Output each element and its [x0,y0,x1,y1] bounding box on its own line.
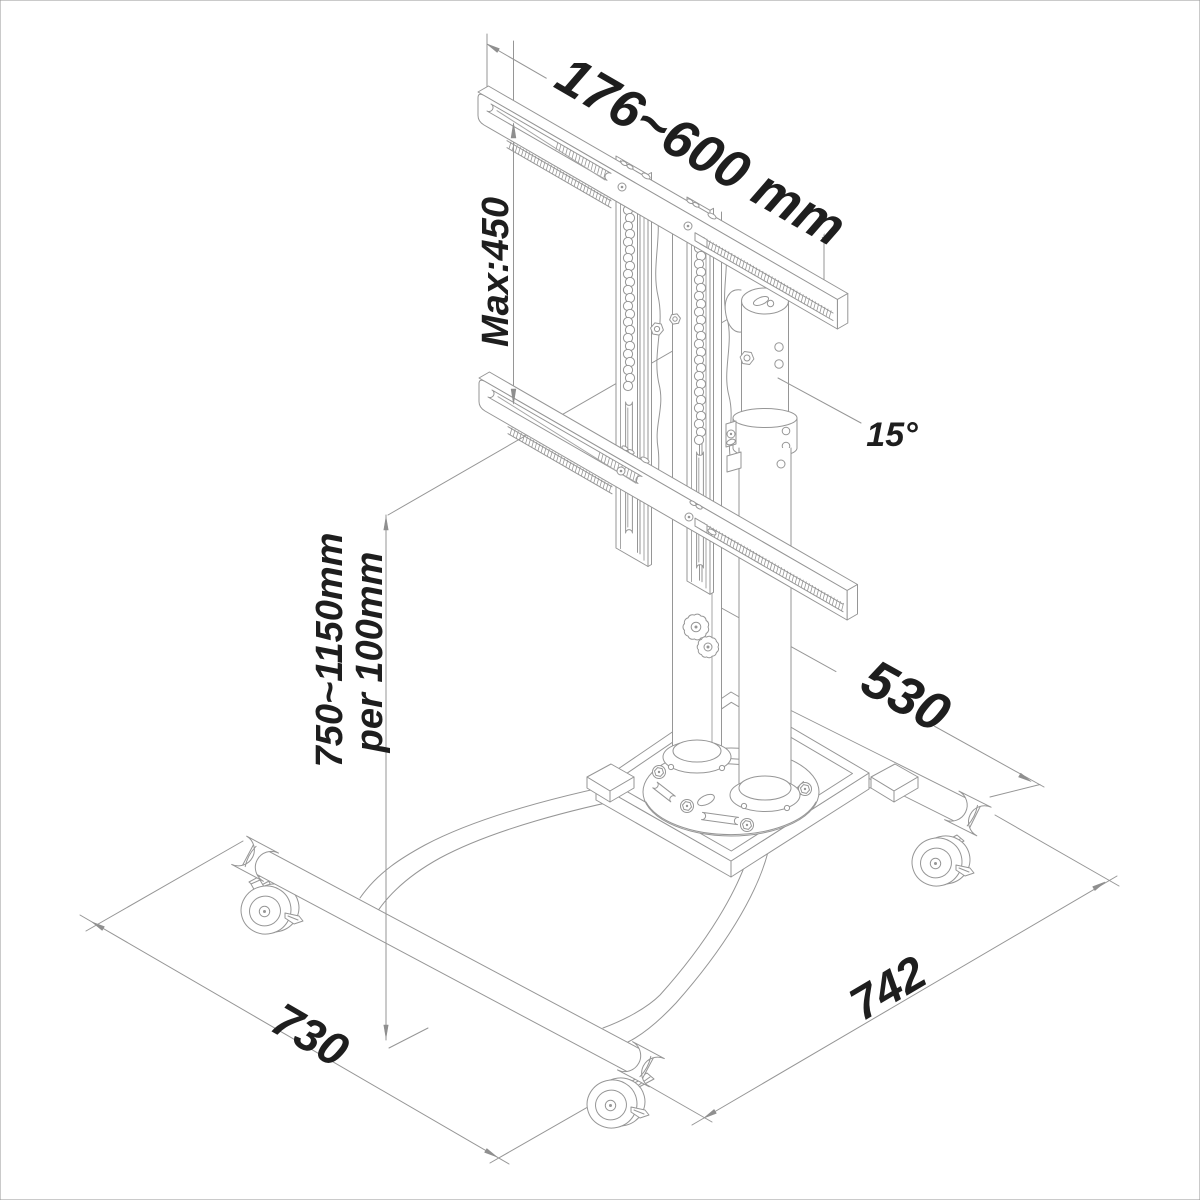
label-tilt-angle: 15° [866,416,918,454]
dimension-lines-front [383,47,947,1049]
caster-front [586,1072,655,1129]
front-base-tube [231,835,665,1088]
label-height-range-1: 750~1150mm [309,533,351,768]
label-vesa-max: Max:450 [475,197,517,347]
caster-right [911,834,975,887]
base-arm-left [359,777,651,913]
tilt-collar [725,408,798,458]
bottom-mount-rail [478,371,858,621]
label-height-range-2: per 100mm [349,552,391,754]
dimension-lines-back [79,33,1120,1165]
label-base-width-left: 730 [263,992,357,1077]
top-mount-rail [477,85,849,330]
caster-left [240,873,304,935]
label-base-width-right: 742 [840,945,934,1030]
stand-assembly [615,155,801,812]
base-assembly [231,689,992,1129]
base-arm-front [602,842,769,1043]
